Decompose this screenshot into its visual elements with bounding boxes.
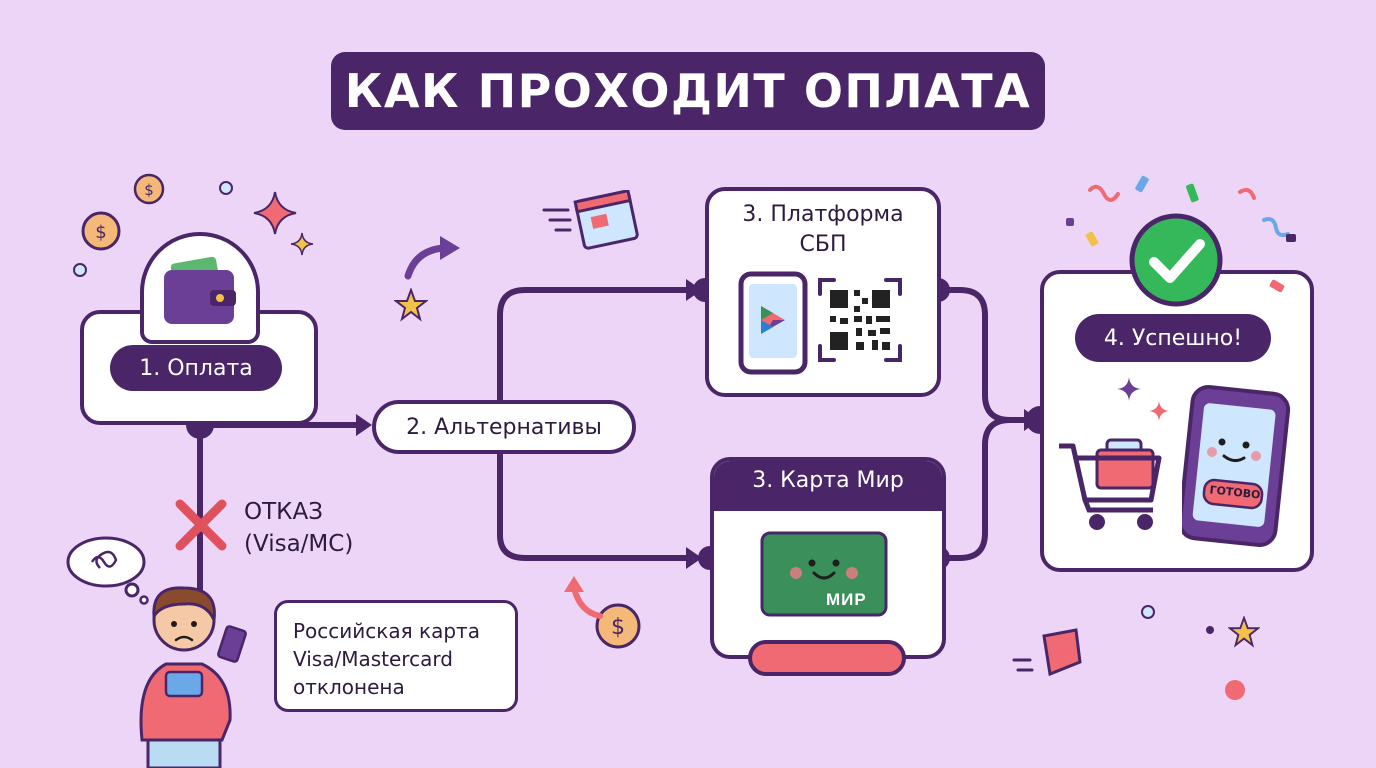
star-icon [394, 288, 428, 322]
page-title: КАК ПРОХОДИТ ОПЛАТА [331, 52, 1045, 130]
upset-person-icon [139, 586, 247, 768]
arrow-head-alternatives [356, 414, 372, 436]
step-mir-label: 3. Карта Мир [752, 468, 904, 493]
connector-alt-to-mir [497, 452, 693, 561]
sparkle-icon [1117, 377, 1141, 401]
step-payment-label: 1. Оплата [110, 345, 282, 391]
coin-icon: $ [595, 603, 641, 649]
sparkle-icon [1148, 400, 1170, 422]
step-sbp-label: 3. Платформа СБП [742, 202, 904, 257]
browser-window-icon [542, 190, 639, 250]
step-success-label: 4. Успешно! [1075, 314, 1271, 362]
mir-logo-text: МИР [826, 590, 867, 609]
curved-arrow-icon [404, 236, 460, 280]
dots-decoration [73, 181, 1245, 700]
coin-icon: $ [133, 173, 165, 205]
phone-sbp-icon [738, 271, 808, 375]
curved-arrow-icon [564, 576, 603, 619]
mir-card-slot [748, 640, 906, 676]
svg-text:$: $ [144, 181, 154, 199]
step-mir-header [714, 461, 942, 511]
connector-alt-to-sbp [497, 287, 693, 403]
thought-bubble-icon [66, 536, 149, 605]
sparkle-icon [290, 232, 314, 256]
qr-code-icon [818, 278, 902, 362]
arrow-head-mir [686, 547, 702, 569]
connector-mir-to-success [937, 417, 1013, 561]
coin-icon: $ [81, 211, 121, 251]
step-alternatives-label: 2. Альтернативы [372, 400, 636, 454]
gem-icon [1012, 628, 1082, 677]
mir-card-icon [760, 531, 888, 617]
wallet-icon [164, 256, 236, 324]
shopping-cart-icon [1059, 438, 1162, 530]
sparkle-icon [253, 191, 297, 235]
star-icon [1228, 616, 1260, 648]
svg-text:$: $ [95, 222, 106, 243]
happy-phone-icon [1182, 384, 1291, 548]
checkmark-icon [1129, 213, 1223, 307]
svg-text:$: $ [611, 615, 625, 640]
speech-bubble-declined: Российская карта Visa/Mastercard отклоне… [274, 600, 518, 712]
wallet-bubble [140, 232, 260, 344]
cross-icon [175, 499, 227, 551]
refusal-label: ОТКАЗ (Visa/MC) [244, 499, 354, 557]
confetti-icon [1066, 175, 1296, 292]
